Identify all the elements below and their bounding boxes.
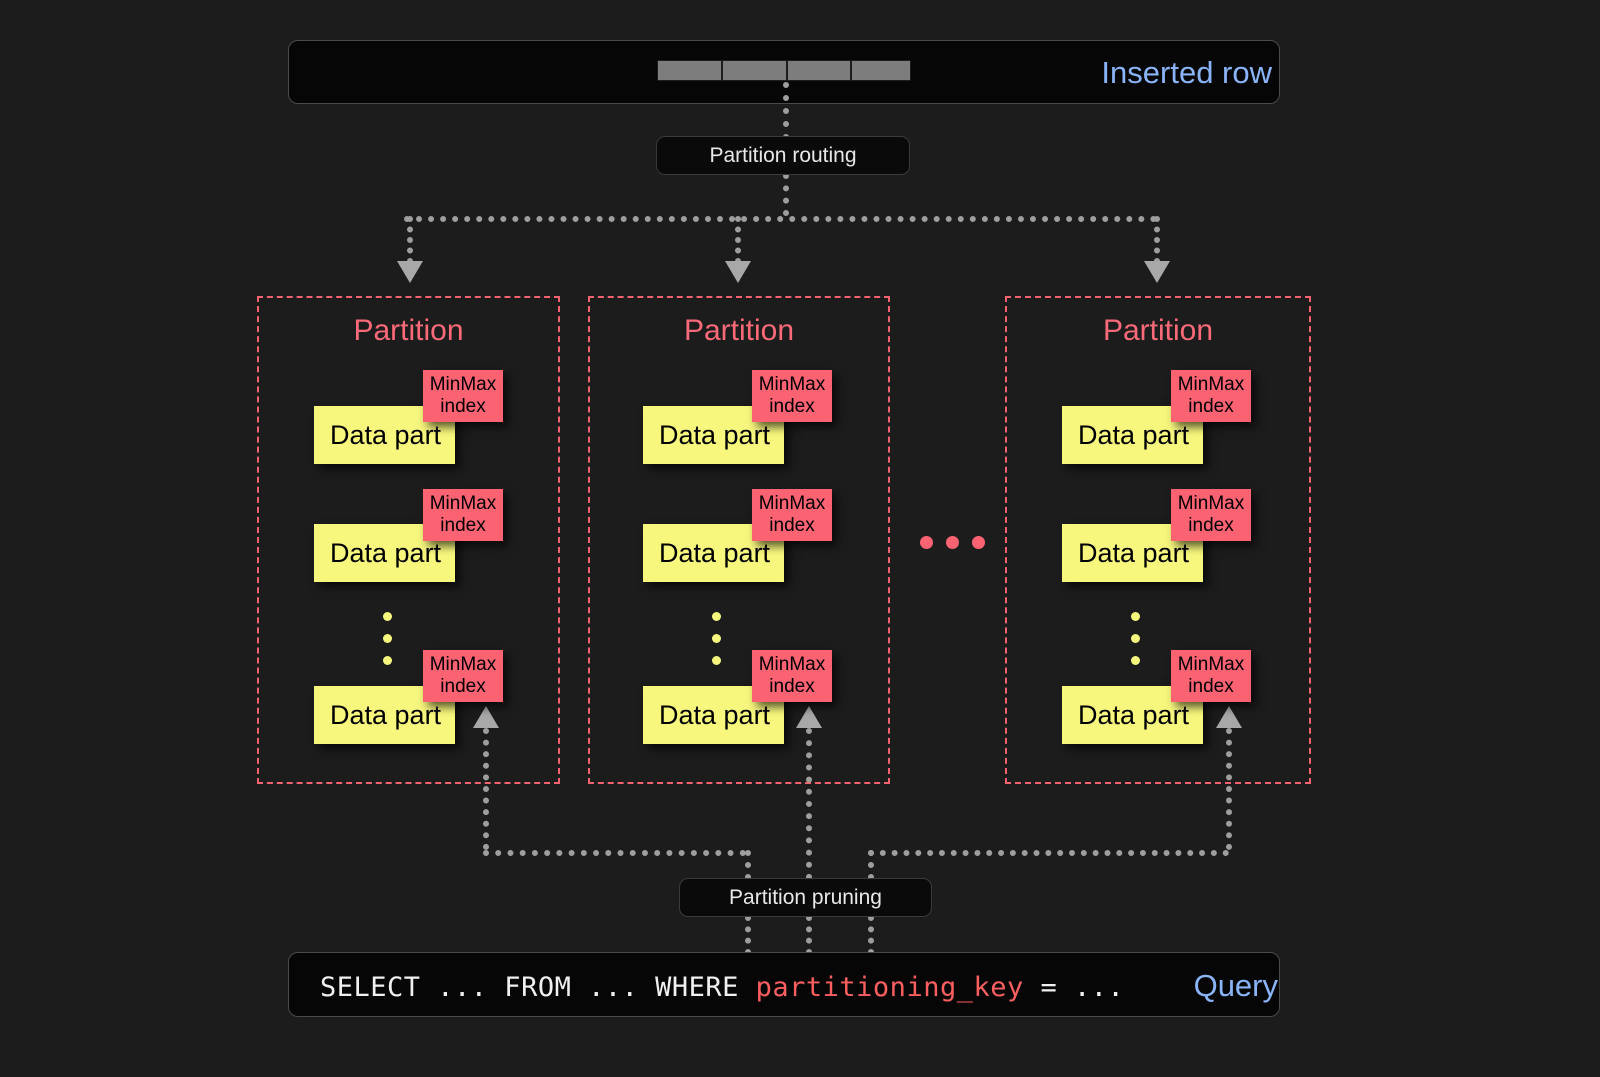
routing-bus-line bbox=[404, 216, 1157, 222]
query-label: Query bbox=[1193, 968, 1278, 1003]
connector-bus-to-partition-3 bbox=[1154, 216, 1160, 264]
minmax-index-box: MinMax index bbox=[752, 650, 832, 702]
arrow-up-icon bbox=[796, 706, 822, 728]
minmax-index-box: MinMax index bbox=[1171, 489, 1251, 541]
query-suffix: = ... bbox=[1023, 972, 1125, 1003]
minmax-index-label: MinMax index bbox=[429, 374, 497, 417]
minmax-index-box: MinMax index bbox=[752, 489, 832, 541]
partition-pruning-box[interactable]: Partition pruning bbox=[679, 878, 932, 917]
minmax-index-box: MinMax index bbox=[1171, 370, 1251, 422]
partition-title: Partition bbox=[683, 314, 795, 347]
query-highlight: partitioning_key bbox=[755, 972, 1024, 1003]
arrow-down-icon bbox=[397, 261, 423, 283]
connector-partition-1-to-pruning bbox=[483, 728, 489, 850]
inserted-row-cell bbox=[657, 60, 722, 81]
minmax-index-label: MinMax index bbox=[758, 493, 826, 536]
connector-pruning-to-query-2 bbox=[806, 915, 812, 955]
vertical-ellipsis-dot bbox=[383, 634, 392, 643]
data-part-box: Data part bbox=[314, 406, 455, 464]
minmax-index-label: MinMax index bbox=[758, 374, 826, 417]
connector-partition-3-to-pruning bbox=[1226, 728, 1232, 850]
pruning-bus-left bbox=[483, 850, 746, 856]
connector-partition-2-to-pruning bbox=[806, 728, 812, 880]
inserted-row-label: Inserted row bbox=[1101, 55, 1272, 90]
partitions-ellipsis-dot bbox=[920, 536, 933, 549]
vertical-ellipsis-dot bbox=[1131, 612, 1140, 621]
connector-pruning-right-drop bbox=[868, 850, 874, 880]
partition-routing-box[interactable]: Partition routing bbox=[656, 136, 910, 175]
minmax-index-label: MinMax index bbox=[1177, 374, 1245, 417]
connector-bus-to-partition-1 bbox=[407, 216, 413, 264]
pruning-bus-right bbox=[868, 850, 1229, 856]
arrow-up-icon bbox=[473, 706, 499, 728]
minmax-index-label: MinMax index bbox=[758, 654, 826, 697]
connector-pruning-to-query-1 bbox=[745, 915, 751, 955]
vertical-ellipsis-dot bbox=[383, 612, 392, 621]
query-prefix: SELECT ... FROM ... WHERE bbox=[320, 972, 756, 1003]
vertical-ellipsis-dot bbox=[1131, 656, 1140, 665]
query-text: SELECT ... FROM ... WHERE partitioning_k… bbox=[320, 972, 1124, 1003]
partition-box-1: Partition bbox=[257, 296, 560, 784]
connector-pruning-left-drop bbox=[745, 850, 751, 880]
partitions-ellipsis-dot bbox=[972, 536, 985, 549]
vertical-ellipsis-dot bbox=[712, 656, 721, 665]
arrow-up-icon bbox=[1216, 706, 1242, 728]
inserted-row-cell bbox=[722, 60, 787, 81]
partition-title: Partition bbox=[1102, 314, 1214, 347]
arrow-down-icon bbox=[1144, 261, 1170, 283]
inserted-row-cell bbox=[787, 60, 851, 81]
partitions-ellipsis-dot bbox=[946, 536, 959, 549]
vertical-ellipsis-dot bbox=[1131, 634, 1140, 643]
connector-routing-to-bus bbox=[783, 173, 789, 216]
vertical-ellipsis-dot bbox=[712, 634, 721, 643]
connector-row-to-routing bbox=[783, 82, 789, 140]
vertical-ellipsis-dot bbox=[712, 612, 721, 621]
vertical-ellipsis-dot bbox=[383, 656, 392, 665]
minmax-index-box: MinMax index bbox=[1171, 650, 1251, 702]
minmax-index-box: MinMax index bbox=[752, 370, 832, 422]
connector-bus-to-partition-2 bbox=[735, 216, 741, 264]
partition-box-3: Partition bbox=[1005, 296, 1311, 784]
partition-title: Partition bbox=[353, 314, 464, 347]
minmax-index-label: MinMax index bbox=[1177, 654, 1245, 697]
query-bar bbox=[288, 952, 1280, 1017]
minmax-index-box: MinMax index bbox=[423, 370, 503, 422]
inserted-row-cell bbox=[851, 60, 911, 81]
partition-box-2: Partition bbox=[588, 296, 890, 784]
arrow-down-icon bbox=[725, 261, 751, 283]
minmax-index-label: MinMax index bbox=[1177, 493, 1245, 536]
minmax-index-label: MinMax index bbox=[429, 654, 497, 697]
minmax-index-box: MinMax index bbox=[423, 489, 503, 541]
minmax-index-label: MinMax index bbox=[429, 493, 497, 536]
connector-pruning-to-query-3 bbox=[868, 915, 874, 955]
minmax-index-box: MinMax index bbox=[423, 650, 503, 702]
